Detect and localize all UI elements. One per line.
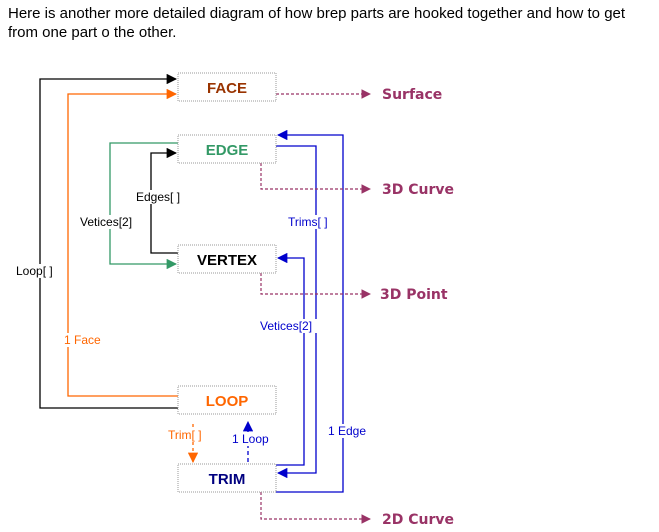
curve3d-connector [260,163,371,194]
point3d-connector [260,273,371,299]
face-box: FACE [177,72,277,102]
point3d-label: 3D Point [380,287,448,303]
vertices-trim-connector [276,252,305,466]
face-link-label: 1 Face [64,333,101,347]
edge-box: EDGE [177,134,277,164]
loop-label: LOOP [206,393,249,410]
vertices-edge-connector [109,142,178,270]
loops-link-label: Loop[ ] [16,264,53,278]
curve2d-connector [260,492,371,524]
loop-box: LOOP [177,385,277,415]
vertices-trim-link-label: Vetices[2] [260,319,312,333]
face-connector [67,88,178,397]
edge-label: EDGE [206,142,249,159]
vertices-edge-link-label: Vetices[2] [80,215,132,229]
edge-connector [276,129,344,493]
curve3d-label: 3D Curve [382,182,454,198]
trims-link-label: Trims[ ] [288,215,328,229]
face-label: FACE [207,80,247,97]
loop-link-label: 1 Loop [232,432,269,446]
vertex-label: VERTEX [197,252,257,269]
surface-label: Surface [382,87,442,103]
intro-text: Here is another more detailed diagram of… [8,5,626,41]
curve2d-label: 2D Curve [382,512,454,528]
edge-link-label: 1 Edge [328,424,366,438]
vertex-box: VERTEX [177,244,277,274]
loops-connector [39,73,178,409]
trim-link-label: Trim[ ] [168,428,202,442]
edges-link-label: Edges[ ] [136,190,180,204]
trim-label: TRIM [209,471,246,488]
trim-box: TRIM [177,463,277,493]
trims-connector [276,145,317,479]
